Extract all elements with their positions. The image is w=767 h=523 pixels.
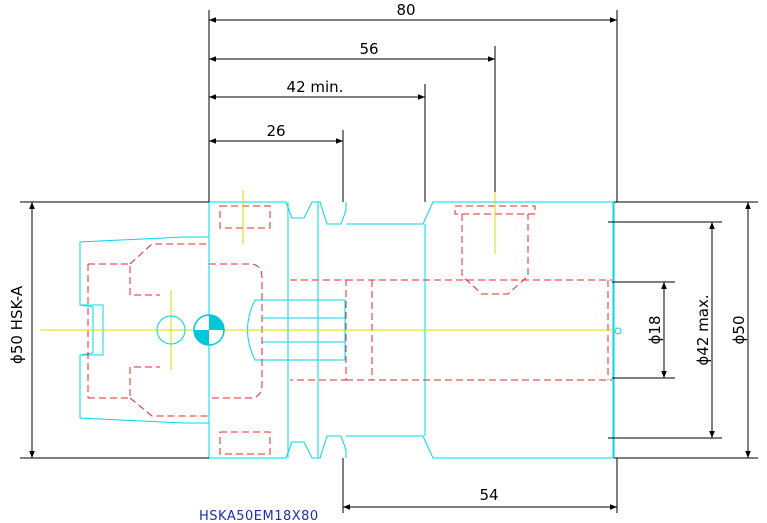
dim-outer-diameter: ϕ50 bbox=[730, 316, 748, 345]
dim-min-length: 42 min. bbox=[287, 78, 344, 96]
dim-bore-length: 54 bbox=[479, 486, 498, 504]
centre-lines bbox=[40, 190, 614, 370]
dim-total-length: 80 bbox=[396, 1, 415, 19]
extension-lines bbox=[20, 10, 758, 513]
dimension-lines bbox=[29, 17, 751, 510]
dim-max-diameter: ϕ42 max. bbox=[694, 294, 712, 365]
dim-bore-diameter: ϕ18 bbox=[646, 316, 664, 345]
part-code-label: HSKA50EM18X80 bbox=[199, 509, 319, 523]
drive-symbol bbox=[193, 314, 225, 346]
dim-hsk-diameter: ϕ50 HSK-A bbox=[8, 285, 26, 364]
dim-flange-length: 26 bbox=[266, 122, 285, 140]
dim-length-56: 56 bbox=[359, 40, 378, 58]
